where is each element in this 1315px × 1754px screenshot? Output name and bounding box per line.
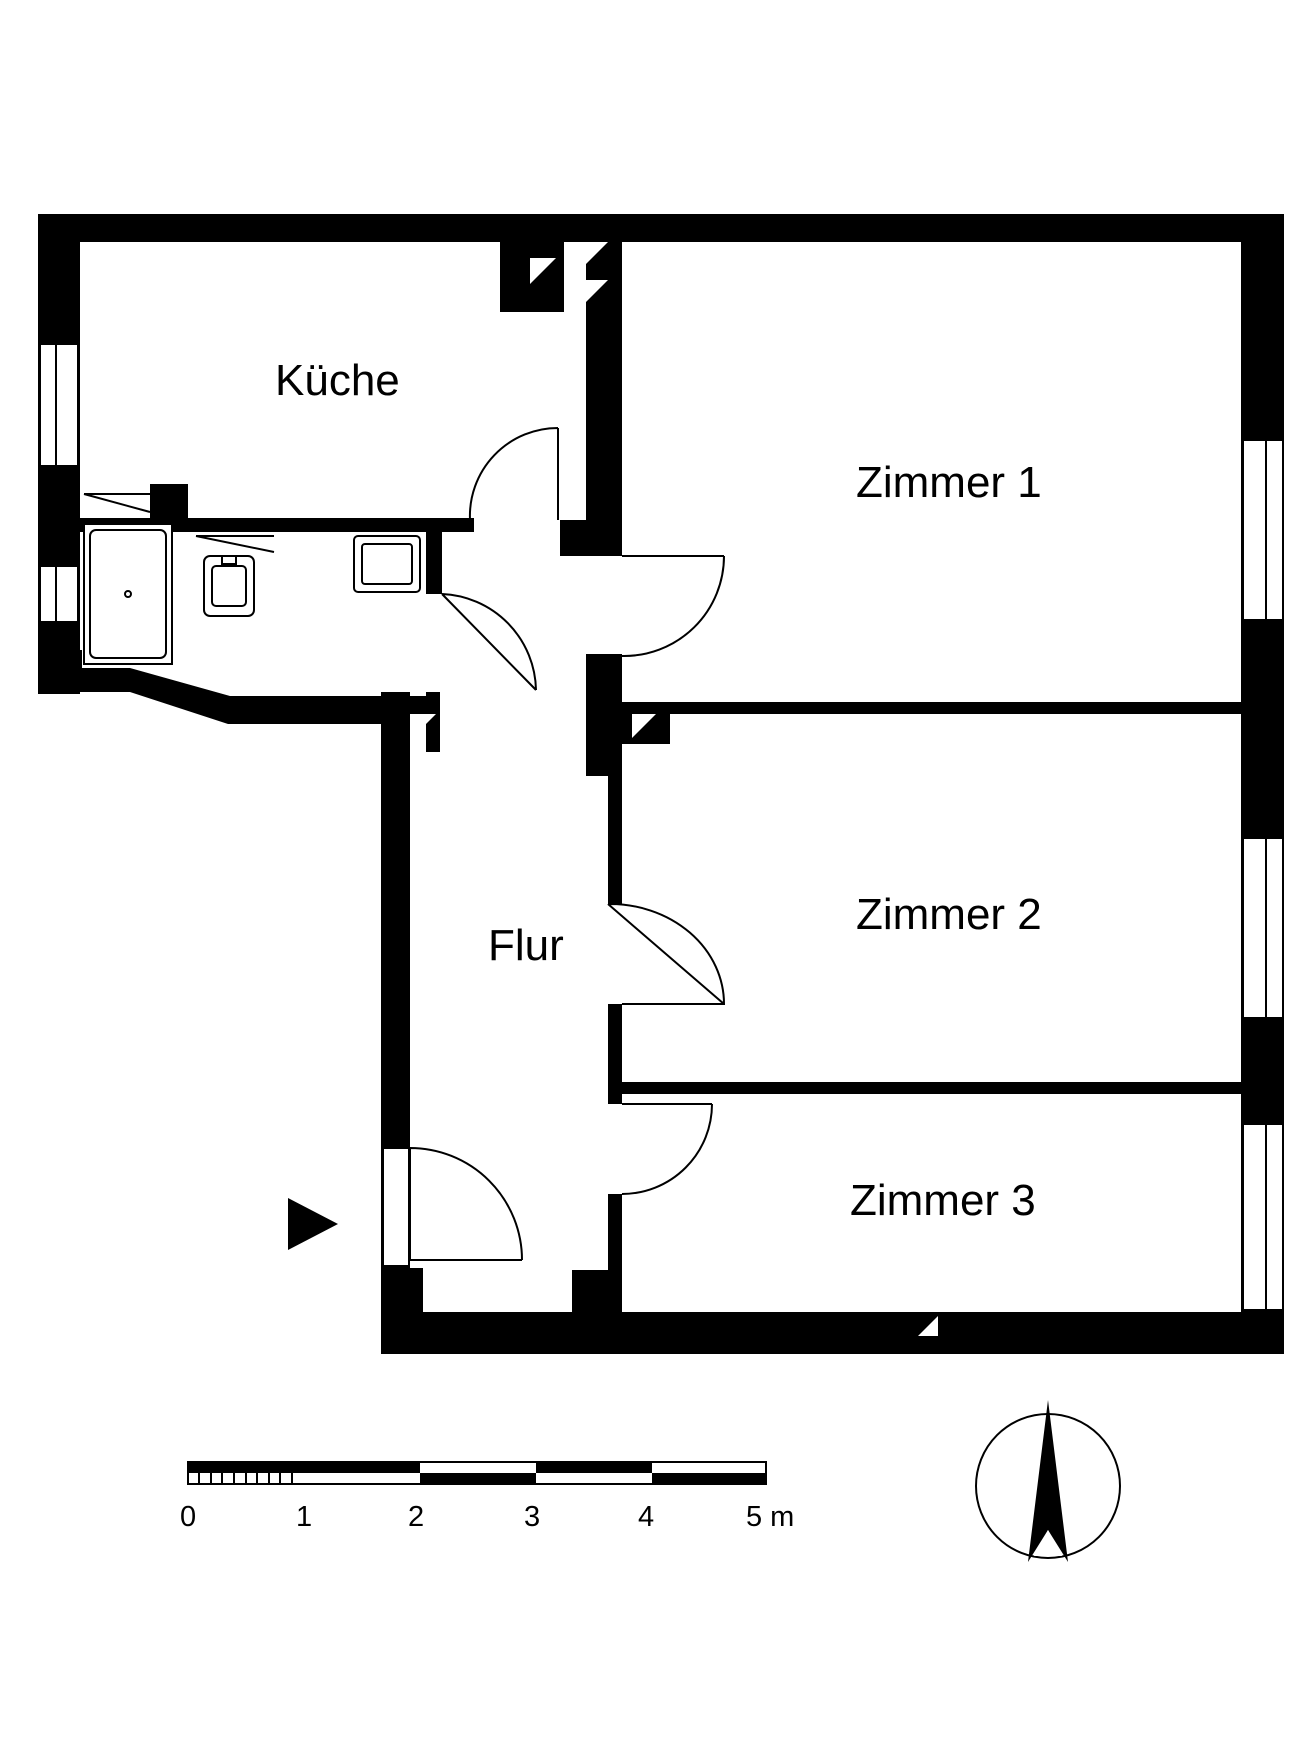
window-bath — [39, 565, 79, 623]
wall-flur-bottom-right — [572, 1270, 622, 1354]
wall-central-lower2 — [608, 1004, 622, 1104]
window-flur — [382, 1147, 410, 1267]
shaft-top1 — [586, 242, 608, 264]
door-bath — [441, 593, 537, 691]
room-label-zimmer3: Zimmer 3 — [850, 1176, 1036, 1225]
window-zimmer1 — [1242, 439, 1284, 621]
wall-top — [38, 214, 1284, 242]
window-kitchen — [39, 343, 79, 467]
wall-flur-top-jamb — [426, 692, 440, 752]
scale-label-4: 4 — [638, 1501, 654, 1533]
shaft-top2 — [586, 280, 608, 302]
wall-zimmer1-2 — [608, 702, 1284, 714]
wall-bottom — [381, 1312, 1284, 1354]
wall-bath-bottom — [38, 668, 440, 724]
window-zimmer2 — [1242, 837, 1284, 1019]
wall-zimmer2-3 — [608, 1082, 1284, 1094]
sink-basin — [361, 543, 413, 585]
wall-kitchen-right-jamb — [560, 520, 586, 556]
room-label-zimmer2: Zimmer 2 — [856, 890, 1042, 939]
north-arrow-icon — [975, 1400, 1121, 1562]
shaft-bottom — [918, 1316, 938, 1336]
entrance-arrow-icon — [288, 1198, 338, 1250]
shafts — [410, 242, 938, 1336]
wall-bath-jamb — [426, 532, 442, 594]
shaft-flur — [410, 714, 436, 740]
shaft-zimmer2 — [632, 714, 656, 738]
scale-label-1: 1 — [296, 1501, 312, 1533]
bathtub-drain — [124, 590, 132, 598]
wall-central-lower1 — [608, 776, 622, 904]
door-zimmer2 — [607, 902, 726, 1005]
doors — [409, 426, 726, 1261]
room-label-kueche: Küche — [275, 356, 400, 405]
room-label-zimmer1: Zimmer 1 — [856, 458, 1042, 507]
walls — [38, 214, 1284, 1354]
toilet-tank — [221, 555, 237, 565]
wall-flur-bottom-left — [381, 1268, 423, 1354]
scale-label-2: 2 — [408, 1501, 424, 1533]
scale-bar: 0 1 2 3 4 5 m — [180, 1461, 794, 1533]
door-entrance — [409, 1147, 523, 1261]
bath-fixtures — [83, 493, 421, 665]
room-label-flur: Flur — [488, 921, 564, 970]
door-kitchen — [468, 426, 559, 521]
toilet-seat — [211, 565, 247, 607]
door-zimmer3 — [621, 1103, 713, 1195]
scale-label-0: 0 — [180, 1501, 196, 1533]
wall-central-mid — [586, 654, 622, 776]
scale-label-5: 5 m — [746, 1501, 794, 1533]
windows — [39, 343, 1284, 1311]
wall-bath-lower-left — [38, 650, 82, 692]
scale-label-3: 3 — [524, 1501, 540, 1533]
shaft-kitchen — [530, 258, 556, 284]
window-zimmer3 — [1242, 1123, 1284, 1311]
door-zimmer1 — [621, 555, 725, 658]
